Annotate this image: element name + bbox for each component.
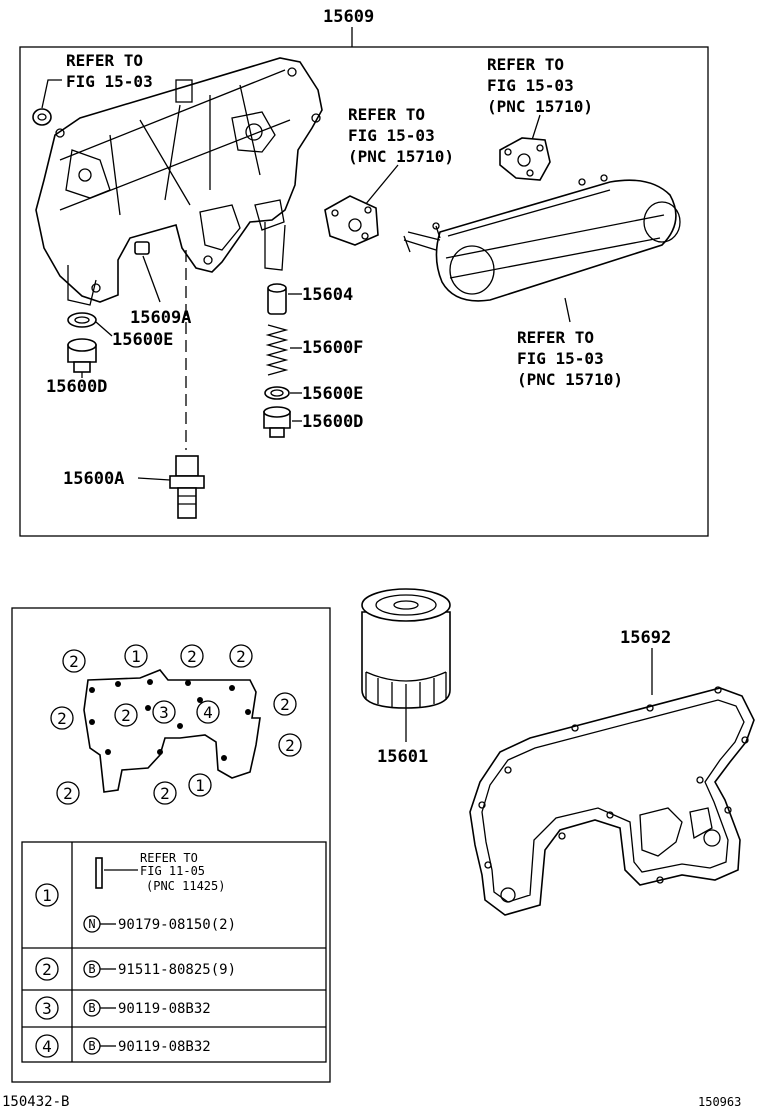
housing-outline	[83, 669, 261, 793]
valve-15604	[267, 283, 302, 315]
part-label-15601: 15601	[377, 747, 428, 767]
refer-label-3-line-1: REFER TO	[348, 105, 425, 124]
bolt-markers: 2 1 2 2 2 2 3 4 2 2 2 2 1	[50, 644, 302, 805]
bolt-marker-label: 1	[131, 647, 141, 666]
oil-cooler	[403, 174, 681, 302]
bolt-marker-label: 1	[195, 776, 205, 795]
part-label-15600E-right: 15600E	[302, 384, 363, 404]
washer-15600E-right	[264, 386, 302, 400]
washer-15600E-left	[67, 312, 113, 337]
legend-row-2-part: 91511-80825(9)	[118, 962, 236, 978]
part-label-15609A: 15609A	[130, 308, 191, 328]
small-gasket-right	[499, 137, 551, 181]
part-label-15600A: 15600A	[63, 469, 124, 489]
refer-label-3-line-3: (PNC 15710)	[348, 147, 454, 166]
legend-key-2: 2	[42, 960, 52, 979]
bolt-marker-label: 3	[159, 703, 169, 722]
legend-row-1-refer-1: REFER TO	[140, 851, 198, 865]
legend-row-4-part: 90119-08B32	[118, 1039, 211, 1055]
bolt-marker-circle	[273, 692, 297, 716]
bolt-layout-box: 2 1 2 2 2 2 3 4 2 2 2 2 1	[11, 607, 331, 1083]
legend-table: 1 REFER TO FIG 11-05 (PNC 11425) N 90179…	[21, 841, 327, 1063]
bolt-marker-label: 2	[57, 709, 67, 728]
nut-icon	[32, 108, 52, 126]
plug-15609A	[134, 241, 161, 303]
legend-row-1-part: 90179-08150(2)	[118, 917, 236, 933]
refer-label-2-line-2: FIG 15-03	[487, 76, 574, 95]
stud-icon	[95, 857, 103, 889]
legend-row-2-symbol: B	[88, 962, 95, 976]
part-label-15600F: 15600F	[302, 338, 363, 358]
bolt-marker-circle	[153, 781, 177, 805]
oil-cooler-gasket	[469, 686, 755, 916]
bolt-marker-label: 2	[121, 706, 131, 725]
bolt-marker-circle	[56, 781, 80, 805]
legend-key-1: 1	[42, 886, 52, 905]
refer-label-1-line-1: REFER TO	[66, 51, 143, 70]
bolt-layout-frame	[11, 607, 331, 1083]
refer-label-2-line-3: (PNC 15710)	[487, 97, 593, 116]
bolt-marker-label: 2	[280, 695, 290, 714]
bolt-marker-circle	[50, 706, 74, 730]
bolt-marker-label: 2	[69, 652, 79, 671]
top-assembly: 15609 REFER TO FIG 15-03 REFER TO FIG 15…	[19, 7, 709, 537]
legend-row-3-symbol: B	[88, 1001, 95, 1015]
refer-label-1-line-2: FIG 15-03	[66, 72, 153, 91]
legend-row-3-part: 90119-08B32	[118, 1001, 211, 1017]
part-label-15604: 15604	[302, 285, 353, 305]
part-label-15600D-right: 15600D	[302, 412, 363, 432]
bolt-marker-label: 2	[63, 784, 73, 803]
bolt-marker-circle	[114, 703, 138, 727]
part-label-15600E-left: 15600E	[112, 330, 173, 350]
part-label-15692: 15692	[620, 628, 671, 648]
part-label-15609: 15609	[323, 7, 374, 27]
bolt-marker-circle	[124, 644, 148, 668]
bolt-marker-circle	[196, 700, 220, 724]
legend-key-4: 4	[42, 1037, 52, 1056]
bolt-marker-label: 4	[203, 703, 213, 722]
part-label-15600D-left: 15600D	[46, 377, 107, 397]
assembly-frame	[19, 46, 709, 537]
oil-cooler-housing	[35, 57, 323, 306]
bolt-marker-label: 2	[187, 647, 197, 666]
bolt-marker-circle	[152, 700, 176, 724]
oil-filter	[361, 588, 451, 742]
legend-row-1-refer-2: FIG 11-05	[140, 864, 205, 878]
bolt-marker-circle	[180, 644, 204, 668]
legend-row-4-symbol: B	[88, 1039, 95, 1053]
refer-label-4-line-2: FIG 15-03	[517, 349, 604, 368]
relief-valve-15600A	[137, 455, 205, 519]
bolt-marker-label: 2	[285, 736, 295, 755]
refer-label-4-line-1: REFER TO	[517, 328, 594, 347]
spring-15600F	[265, 324, 302, 376]
bolt-marker-label: 2	[236, 647, 246, 666]
plug-15600D-left	[67, 338, 97, 378]
bolt-marker-circle	[188, 773, 212, 797]
legend-key-3: 3	[42, 999, 52, 1018]
bolt-marker-circle	[278, 733, 302, 757]
footer-left-code: 150432-B	[2, 1094, 69, 1110]
legend-row-1-refer-3: (PNC 11425)	[146, 879, 225, 893]
small-gasket-left	[324, 195, 379, 246]
plug-15600D-right	[263, 406, 302, 438]
bolt-marker-circle	[229, 644, 253, 668]
refer-label-3-line-2: FIG 15-03	[348, 126, 435, 145]
bolt-marker-circle	[62, 649, 86, 673]
footer-right-code: 150963	[698, 1095, 741, 1109]
bolt-marker-label: 2	[160, 784, 170, 803]
legend-row-1-symbol: N	[88, 917, 95, 931]
refer-label-2-line-1: REFER TO	[487, 55, 564, 74]
refer-label-4-line-3: (PNC 15710)	[517, 370, 623, 389]
